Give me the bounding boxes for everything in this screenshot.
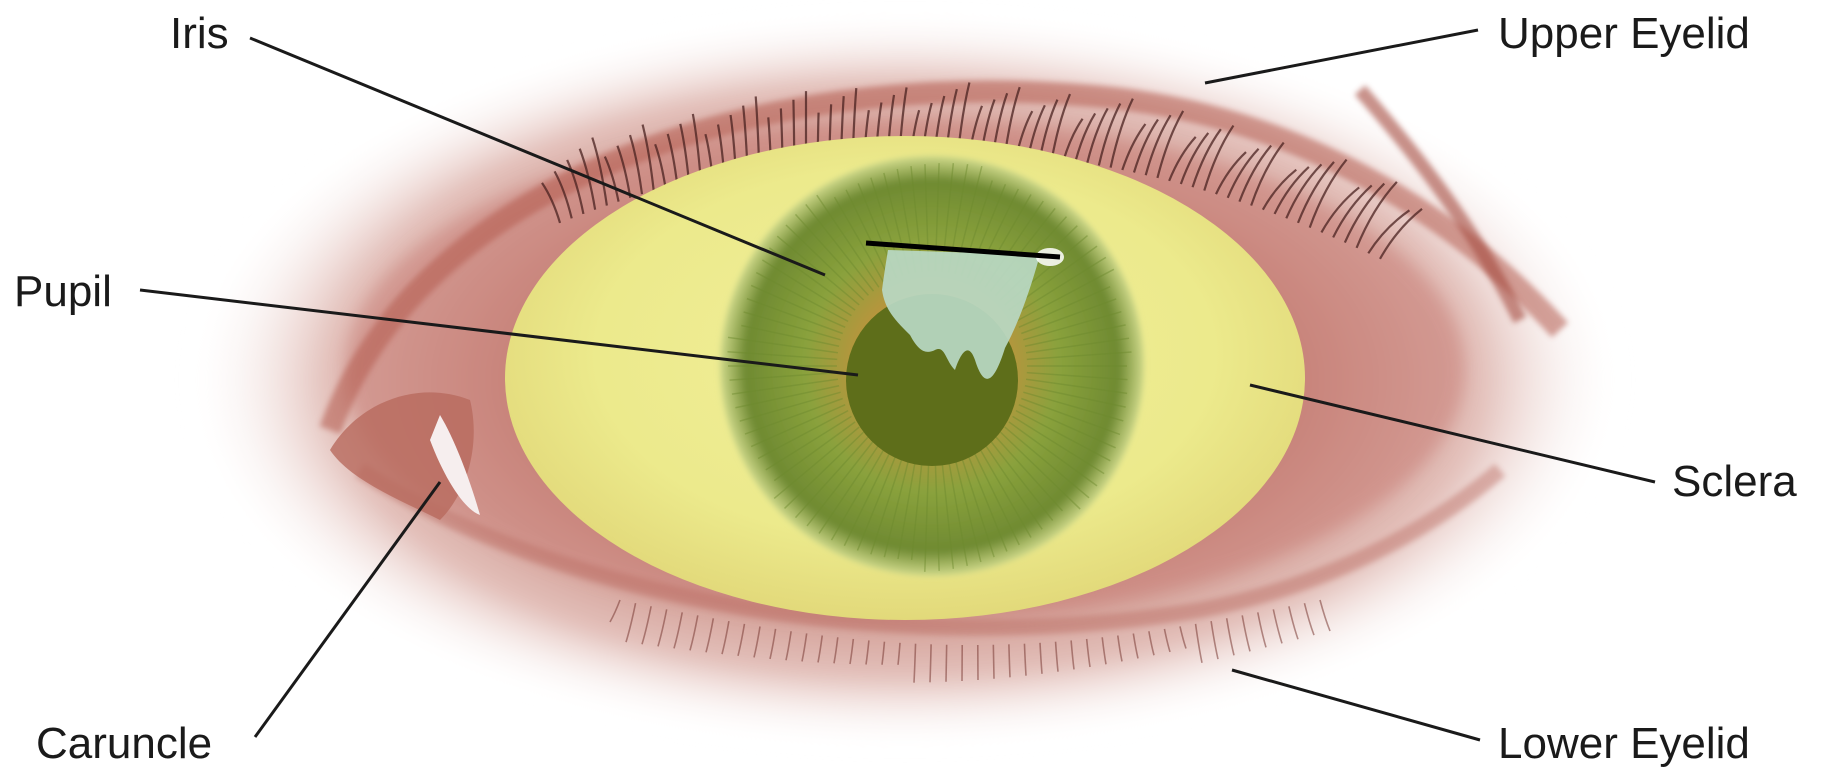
label-upper-eyelid: Upper Eyelid <box>1498 8 1750 60</box>
leader-line-lower-eyelid <box>1232 670 1480 740</box>
label-caruncle: Caruncle <box>36 718 212 770</box>
label-pupil: Pupil <box>14 266 112 318</box>
label-iris: Iris <box>170 8 229 60</box>
eyelash <box>993 645 994 679</box>
label-sclera: Sclera <box>1672 456 1797 508</box>
eyelash <box>946 645 947 682</box>
label-lower-eyelid: Lower Eyelid <box>1498 718 1750 770</box>
